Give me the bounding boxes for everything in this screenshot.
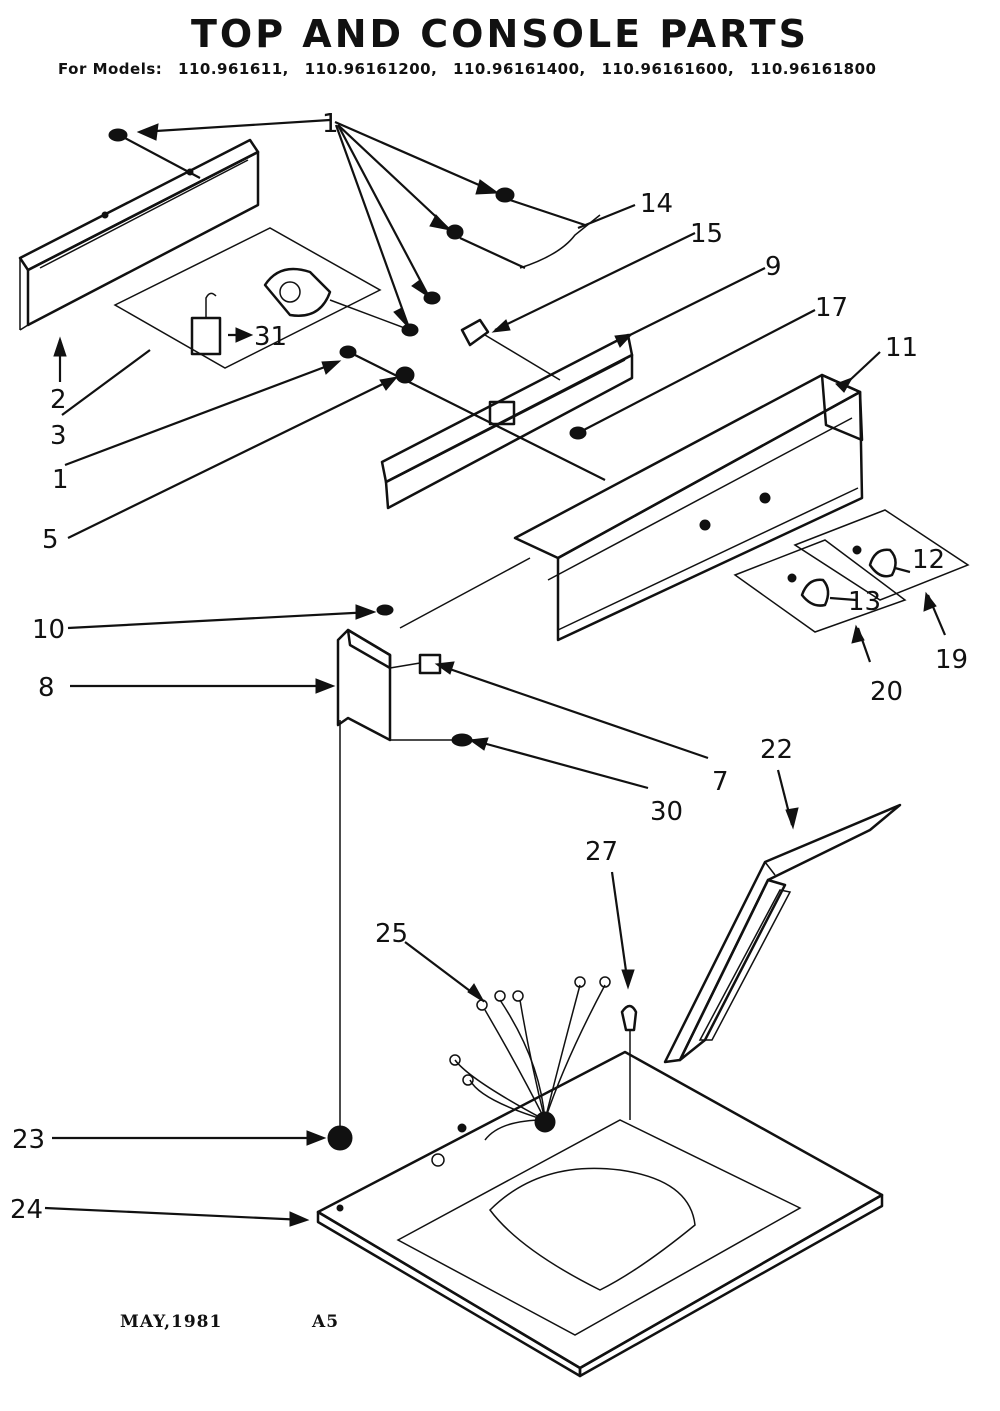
leader-lines [44,118,947,1222]
callout-labels: 1 14 15 9 17 11 2 3 31 1 5 10 8 7 30 12 … [10,109,968,1225]
wire-harness-part [449,976,611,1141]
callout-7: 7 [712,767,729,797]
callout-13: 13 [848,587,881,617]
callout-30: 30 [650,797,683,827]
callout-10: 10 [32,615,65,645]
callout-19: 19 [935,645,968,675]
callout-1-lower: 1 [52,465,69,495]
knob-assembly-part [733,509,970,633]
callout-31: 31 [254,322,287,352]
console-part [513,373,864,642]
callout-20: 20 [870,677,903,707]
callout-23: 23 [12,1125,45,1155]
bracket-part [380,333,634,510]
models-prefix: For Models: [58,60,163,78]
model-number: 110.961611, [178,60,289,78]
arrowheads [53,123,937,1227]
page-title: TOP AND CONSOLE PARTS [191,12,809,56]
back-panel-part [18,138,260,331]
callout-1: 1 [322,109,339,139]
top-panel-part [316,1050,884,1378]
screw-part [620,1004,638,1120]
switch-housing-part [336,557,531,747]
callout-9: 9 [765,252,782,282]
callout-17: 17 [815,293,848,323]
footer-code: A5 [312,1312,340,1332]
callout-25: 25 [375,919,408,949]
callout-27: 27 [585,837,618,867]
wire-part [519,214,601,269]
clip-part [460,318,561,381]
control-panel-part [663,803,902,1064]
callout-8: 8 [38,673,55,703]
model-number: 110.96161600, [601,60,735,78]
control-plate-part [113,227,382,369]
callout-2: 2 [50,385,67,415]
callout-14: 14 [640,189,673,219]
model-number: 110.96161800 [749,60,877,78]
callout-11: 11 [885,333,918,363]
grommet-part [327,1125,353,1151]
screw-part [108,128,606,481]
model-number: 110.96161200, [304,60,438,78]
callout-12: 12 [912,545,945,575]
footer-date: MAY,1981 [120,1312,223,1332]
callout-15: 15 [690,219,723,249]
callout-22: 22 [760,735,793,765]
callout-3: 3 [50,421,67,451]
callout-5: 5 [42,525,59,555]
model-number: 110.96161400, [453,60,586,78]
callout-24: 24 [10,1195,43,1225]
model-list: For Models: 110.961611, 110.96161200, 11… [58,60,886,78]
